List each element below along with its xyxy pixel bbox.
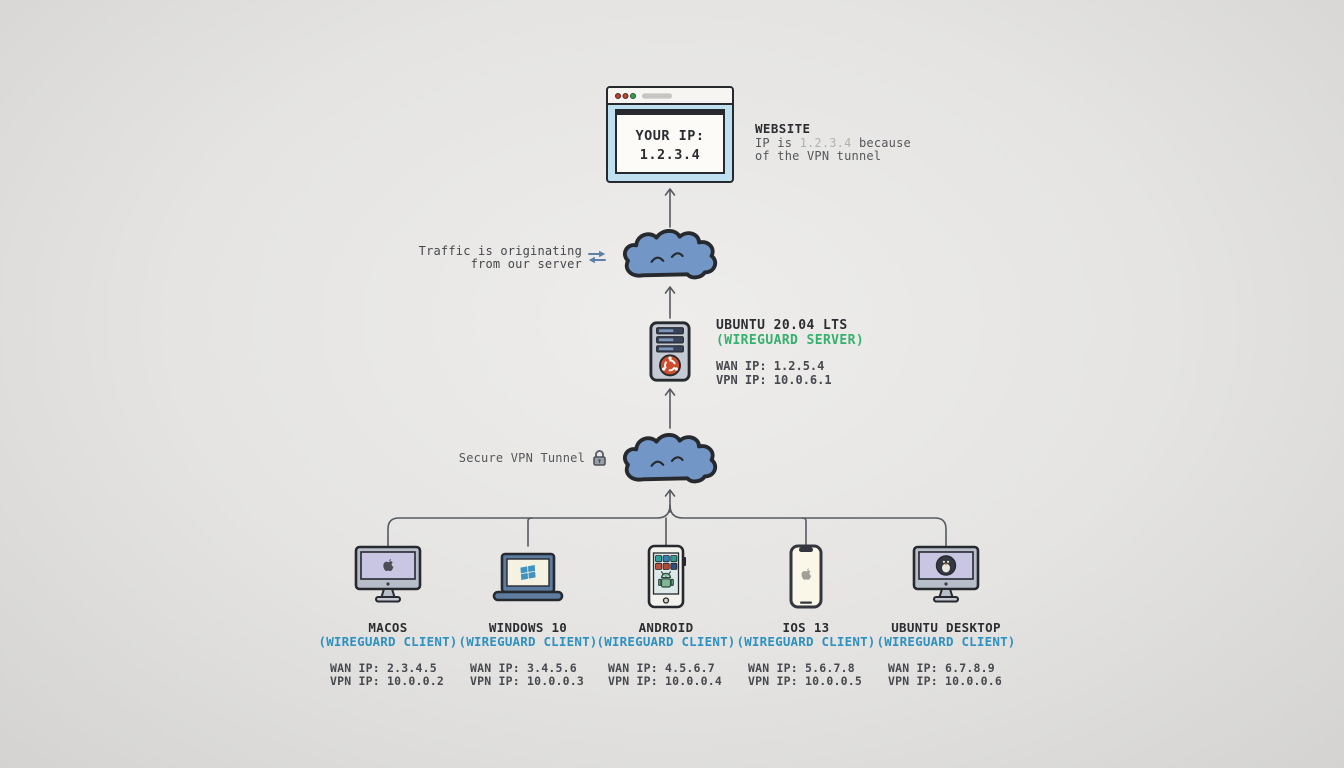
tunnel-note: Secure VPN Tunnel <box>420 451 585 465</box>
browser-viewport: YOUR IP: 1.2.3.4 <box>615 109 725 174</box>
client-subtitle: (WIREGUARD CLIENT) <box>876 634 1016 649</box>
imac-macos-icon <box>354 545 422 603</box>
client-windows: WINDOWS 10 (WIREGUARD CLIENT) WAN IP: 3.… <box>458 621 598 688</box>
client-vpn-ip: VPN IP: 10.0.0.5 <box>748 673 862 688</box>
laptop-windows-icon <box>492 552 564 602</box>
browser-titlebar <box>608 88 732 105</box>
ubuntu-server-icon <box>649 321 691 382</box>
your-ip-value: 1.2.3.4 <box>639 147 701 163</box>
client-subtitle: (WIREGUARD CLIENT) <box>318 634 458 649</box>
client-name: ANDROID <box>638 620 694 635</box>
browser-window: YOUR IP: 1.2.3.4 <box>606 86 734 183</box>
website-note-line2: of the VPN tunnel <box>755 149 882 164</box>
client-subtitle: (WIREGUARD CLIENT) <box>736 634 876 649</box>
client-wan-ip: WAN IP: 6.7.8.9 <box>888 660 995 675</box>
client-name: WINDOWS 10 <box>488 620 568 635</box>
vpn-tunnel-cloud <box>623 433 718 484</box>
swap-arrows-icon <box>588 250 606 264</box>
client-wan-ip: WAN IP: 4.5.6.7 <box>608 660 715 675</box>
website-note-title: WEBSITE <box>755 121 811 136</box>
traffic-note: Traffic is originating from our server <box>400 244 582 272</box>
client-subtitle: (WIREGUARD CLIENT) <box>596 634 736 649</box>
client-wan-ip: WAN IP: 2.3.4.5 <box>330 660 437 675</box>
client-name: UBUNTU DESKTOP <box>891 620 1001 635</box>
browser-page-header-bar <box>617 111 723 115</box>
client-ubuntu-desktop: UBUNTU DESKTOP (WIREGUARD CLIENT) WAN IP… <box>876 621 1016 688</box>
traffic-note-line2: from our server <box>470 257 582 272</box>
client-android: ANDROID (WIREGUARD CLIENT) WAN IP: 4.5.6… <box>596 621 736 688</box>
client-vpn-ip: VPN IP: 10.0.0.2 <box>330 673 444 688</box>
client-name: IOS 13 <box>782 620 830 635</box>
website-note-line1: IP is 1.2.3.4 because <box>755 136 911 150</box>
client-vpn-ip: VPN IP: 10.0.0.4 <box>608 673 722 688</box>
your-ip-label: YOUR IP: <box>635 128 705 144</box>
client-wan-ip: WAN IP: 3.4.5.6 <box>470 660 577 675</box>
server-vpn-ip: VPN IP: 10.0.6.1 <box>716 372 832 387</box>
client-subtitle: (WIREGUARD CLIENT) <box>458 634 598 649</box>
website-note-ip: 1.2.3.4 <box>799 136 852 150</box>
client-vpn-ip: VPN IP: 10.0.0.3 <box>470 673 584 688</box>
client-name: MACOS <box>368 620 408 635</box>
android-phone-icon <box>647 544 686 609</box>
ubuntu-desktop-icon <box>912 545 980 603</box>
server-subtitle: (WIREGUARD SERVER) <box>716 332 865 348</box>
lock-icon <box>593 450 606 466</box>
internet-cloud-top <box>623 229 718 280</box>
server-title: UBUNTU 20.04 LTS <box>716 318 848 333</box>
website-note: WEBSITE IP is 1.2.3.4 because of the VPN… <box>755 121 911 164</box>
server-note: UBUNTU 20.04 LTS (WIREGUARD SERVER) WAN … <box>716 318 865 387</box>
server-wan-ip: WAN IP: 1.2.5.4 <box>716 359 825 373</box>
client-vpn-ip: VPN IP: 10.0.0.6 <box>888 673 1002 688</box>
client-ios: IOS 13 (WIREGUARD CLIENT) WAN IP: 5.6.7.… <box>736 621 876 688</box>
client-wan-ip: WAN IP: 5.6.7.8 <box>748 660 855 675</box>
iphone-ios-icon <box>789 544 823 609</box>
traffic-note-line1: Traffic is originating <box>418 244 582 258</box>
browser-traffic-lights-icon <box>614 92 672 99</box>
client-macos: MACOS (WIREGUARD CLIENT) WAN IP: 2.3.4.5… <box>318 621 458 688</box>
tunnel-note-label: Secure VPN Tunnel <box>458 451 585 465</box>
